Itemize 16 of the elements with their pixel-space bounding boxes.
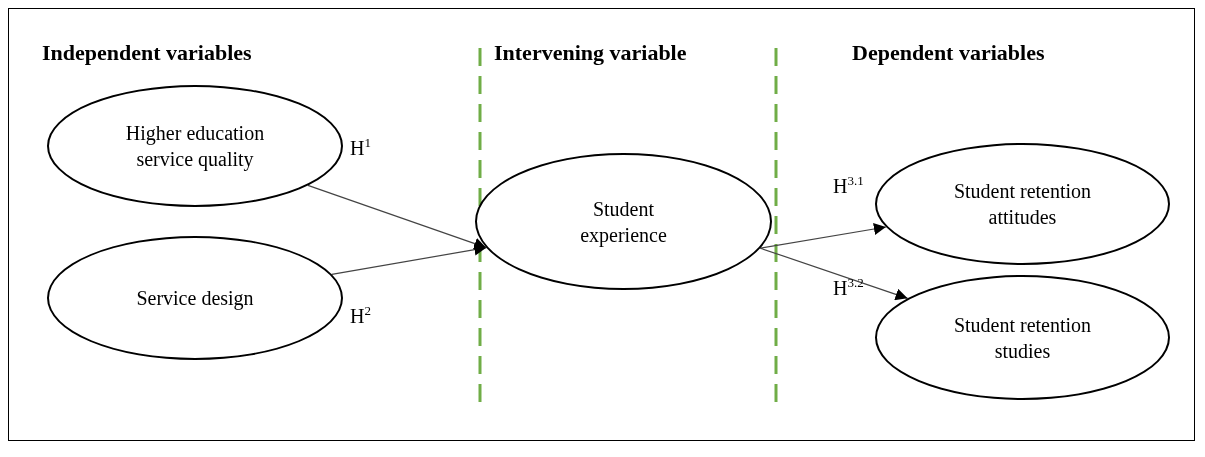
edge-label: H$^{2}$ xyxy=(350,302,371,327)
arrow xyxy=(759,247,909,301)
variable-name: Higher education service quality xyxy=(124,121,266,172)
arrow xyxy=(307,184,487,250)
variable-name: Service design xyxy=(136,286,254,311)
column-heading: Independent variables xyxy=(42,40,252,66)
column-heading: Dependent variables xyxy=(852,40,1045,66)
edge-label: H$^{3.1}$ xyxy=(833,172,864,197)
arrow xyxy=(331,243,487,275)
variable-name: Student retention studies xyxy=(952,312,1093,364)
variable-name: Student experience xyxy=(579,196,668,248)
column-heading: Intervening variable xyxy=(494,40,687,66)
variable-name: Student retention attitudes xyxy=(952,179,1093,230)
edge-label: H$^{3.2}$ xyxy=(833,274,864,299)
arrow xyxy=(759,223,887,249)
edge-label: H$^{1}$ xyxy=(350,134,371,159)
